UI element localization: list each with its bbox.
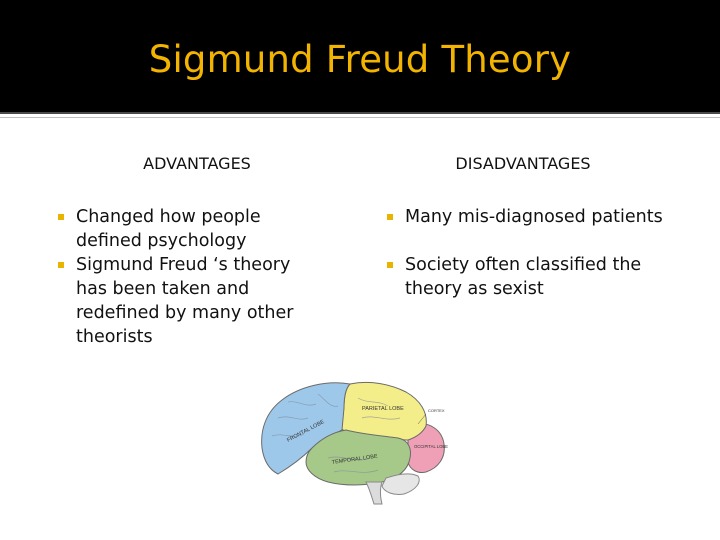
advantage-text: Sigmund Freud ‘s theory has been taken a…: [76, 255, 294, 347]
brain-stem: [365, 481, 383, 505]
bullet-square-icon: [58, 214, 64, 220]
title-divider: [0, 112, 720, 114]
temporal-lobe: [305, 429, 411, 486]
frontal-lobe: [261, 382, 352, 475]
cortex-pointer: [417, 413, 427, 425]
occipital-label: OCCIPITAL LOBE: [414, 444, 448, 449]
cortex-label: CORTEX: [428, 408, 445, 413]
title-bar: [0, 0, 720, 112]
advantages-list: Changed how people defined psychology Si…: [56, 205, 326, 349]
disadvantage-text: Society often classified the theory as s…: [405, 255, 642, 299]
disadvantages-heading: DISADVANTAGES: [455, 154, 591, 173]
bullet-square-icon: [58, 262, 64, 268]
advantages-heading: ADVANTAGES: [143, 154, 251, 173]
list-item: Society often classified the theory as s…: [385, 253, 680, 301]
title-divider-thin: [0, 117, 720, 118]
slide-title: Sigmund Freud Theory: [148, 38, 572, 81]
parietal-label: PARIETAL LOBE: [362, 406, 404, 412]
brain-lobes-icon: FRONTAL LOBE PARIETAL LOBE TEMPORAL LOBE…: [261, 381, 448, 505]
cerebellum: [381, 473, 420, 495]
list-item: Sigmund Freud ‘s theory has been taken a…: [56, 253, 326, 349]
bullet-square-icon: [387, 214, 393, 220]
advantage-text: Changed how people defined psychology: [76, 207, 261, 251]
disadvantage-text: Many mis-diagnosed patients: [405, 207, 663, 227]
disadvantages-list: Many mis-diagnosed patients Society ofte…: [385, 205, 680, 301]
list-item: Changed how people defined psychology: [56, 205, 326, 253]
bullet-square-icon: [387, 262, 393, 268]
list-item: Many mis-diagnosed patients: [385, 205, 680, 229]
